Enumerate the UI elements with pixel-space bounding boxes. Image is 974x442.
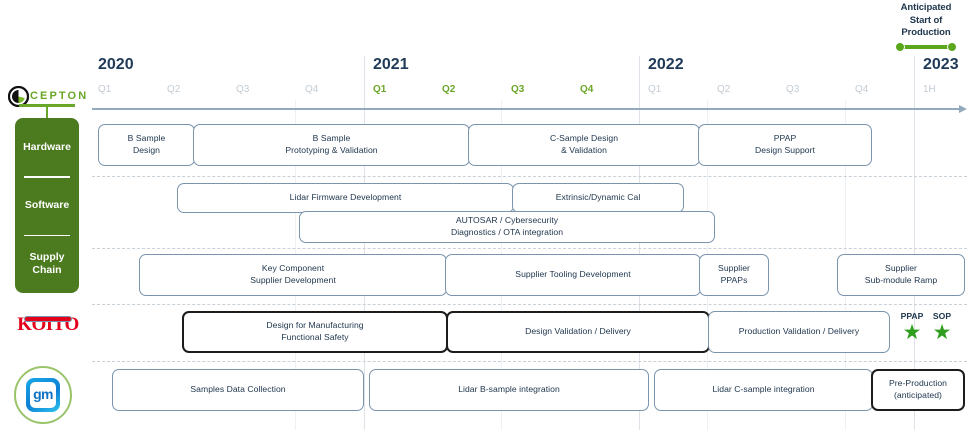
timeline: 2020 2021 2022 2023 Q1 Q2 Q3 Q4 Q1 Q2 Q3…: [92, 56, 967, 436]
swimlanes: B Sample Design B Sample Prototyping & V…: [92, 118, 967, 436]
quarter-2021-q3[interactable]: Q3: [511, 84, 525, 95]
cepton-logo: CEPTON: [7, 83, 92, 109]
year-divider-2022: [639, 56, 640, 430]
star-icon: ★: [932, 320, 952, 344]
gm-logo: gm: [14, 366, 72, 424]
bar-pre-production-anticipated[interactable]: Pre-Production (anticipated): [871, 369, 965, 411]
bar-b-sample-prototyping[interactable]: B Sample Prototyping & Validation: [193, 124, 470, 166]
bar-ppap-design-support[interactable]: PPAP Design Support: [698, 124, 872, 166]
year-divider-2021: [364, 56, 365, 430]
quarter-2022-q3[interactable]: Q3: [786, 84, 800, 95]
anticipated-sop-callout: Anticipated Start of Production: [880, 2, 972, 53]
koito-logo: KOITO: [12, 314, 84, 336]
quarter-2022-q2[interactable]: Q2: [717, 84, 731, 95]
lane-divider-hardware-software: [92, 176, 967, 177]
quarter-2021-q2[interactable]: Q2: [442, 84, 456, 95]
bar-c-sample-design[interactable]: C-Sample Design & Validation: [468, 124, 700, 166]
callout-line-3: Production: [901, 27, 951, 39]
bar-lidar-c-sample-integration[interactable]: Lidar C-sample integration: [654, 369, 873, 411]
category-stack: Hardware Software Supply Chain: [15, 118, 79, 293]
year-label-2022: 2022: [648, 56, 684, 73]
quarter-2022-q4[interactable]: Q4: [855, 84, 869, 95]
cepton-underline-accent: [19, 104, 75, 107]
bar-design-for-manufacturing[interactable]: Design for Manufacturing Functional Safe…: [182, 311, 448, 353]
bar-lidar-firmware-development[interactable]: Lidar Firmware Development: [177, 183, 514, 213]
callout-line-1: Anticipated: [900, 2, 952, 13]
category-supply-chain[interactable]: Supply Chain: [15, 234, 79, 293]
year-divider-2023: [914, 56, 915, 430]
axis-arrowhead-icon: [959, 105, 967, 113]
year-label-2020: 2020: [98, 56, 134, 73]
milestone-ppap-label: PPAP: [900, 311, 924, 321]
milestone-sop[interactable]: SOP ★: [920, 312, 964, 343]
bar-production-validation-delivery[interactable]: Production Validation / Delivery: [708, 311, 890, 353]
bar-extrinsic-dynamic-cal[interactable]: Extrinsic/Dynamic Cal: [512, 183, 684, 213]
cepton-c-mark-icon: [7, 85, 30, 107]
quarter-2023-1h[interactable]: 1H: [923, 84, 936, 95]
cepton-stem-connector: [46, 106, 48, 120]
bar-autosar-cybersecurity[interactable]: AUTOSAR / Cybersecurity Diagnostics / OT…: [299, 211, 715, 243]
bar-key-component-supplier-development[interactable]: Key Component Supplier Development: [139, 254, 447, 296]
bar-supplier-ppaps[interactable]: Supplier PPAPs: [699, 254, 769, 296]
quarter-2021-q1[interactable]: Q1: [373, 84, 387, 95]
lane-divider-software-supply: [92, 248, 967, 249]
quarter-2020-q3[interactable]: Q3: [236, 84, 250, 95]
lane-divider-supply-koito: [92, 304, 967, 305]
star-icon: ★: [902, 320, 922, 344]
milestone-ppap[interactable]: PPAP ★: [890, 312, 934, 343]
quarter-header-row: Q1 Q2 Q3 Q4 Q1 Q2 Q3 Q4 Q1 Q2 Q3 Q4 1H: [92, 84, 967, 100]
callout-line-2: Start of: [909, 14, 943, 26]
bar-lidar-b-sample-integration[interactable]: Lidar B-sample integration: [369, 369, 649, 411]
year-label-2021: 2021: [373, 56, 409, 73]
lane-divider-koito-gm: [92, 361, 967, 362]
gm-square-icon: gm: [26, 378, 60, 412]
year-header-row: 2020 2021 2022 2023: [92, 56, 967, 80]
category-hardware[interactable]: Hardware: [23, 140, 71, 153]
bar-supplier-sub-module-ramp[interactable]: Supplier Sub-module Ramp: [837, 254, 965, 296]
quarter-2021-q4[interactable]: Q4: [580, 84, 594, 95]
bar-samples-data-collection[interactable]: Samples Data Collection: [112, 369, 364, 411]
koito-overbar: [24, 316, 72, 322]
year-label-2023: 2023: [923, 56, 959, 73]
timeline-axis-arrow: [92, 105, 967, 113]
cepton-wordmark: CEPTON: [30, 89, 89, 102]
quarter-2020-q4[interactable]: Q4: [305, 84, 319, 95]
gm-wordmark: gm: [30, 382, 56, 408]
sop-marker-bar: [895, 42, 957, 53]
bar-supplier-tooling-development[interactable]: Supplier Tooling Development: [445, 254, 701, 296]
bar-b-sample-design[interactable]: B Sample Design: [98, 124, 195, 166]
axis-line: [92, 108, 960, 110]
quarter-2020-q2[interactable]: Q2: [167, 84, 181, 95]
quarter-2022-q1[interactable]: Q1: [648, 84, 662, 95]
milestone-sop-label: SOP: [932, 311, 952, 321]
category-software[interactable]: Software: [15, 176, 79, 234]
bar-design-validation-delivery[interactable]: Design Validation / Delivery: [446, 311, 710, 353]
quarter-2020-q1[interactable]: Q1: [98, 84, 112, 95]
